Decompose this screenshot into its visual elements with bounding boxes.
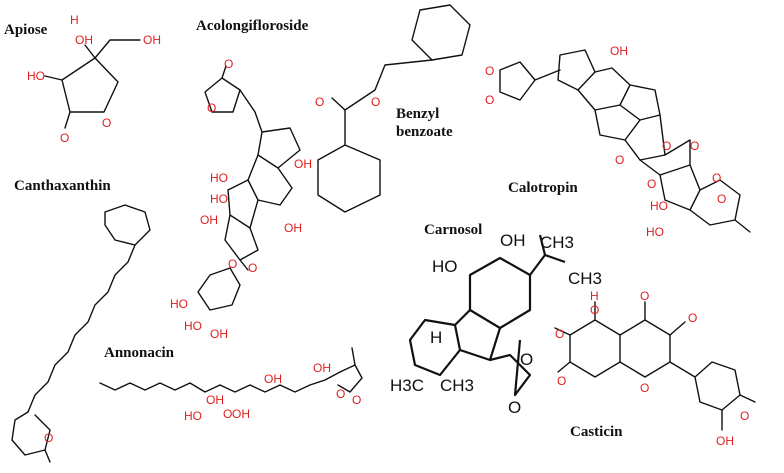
carnosol-ch3-3: CH3 (440, 376, 474, 395)
apiose-h-1: H (70, 13, 79, 27)
calotropin-o-7: O (712, 171, 721, 185)
apiose-label: Apiose (4, 22, 48, 38)
acolongifloroside-structure: Acolongifloroside O O OH HO HO OH OH O O… (170, 18, 312, 341)
casticin-o-1: O (688, 311, 697, 325)
carnosol-o-1: O (520, 350, 533, 369)
acolo-oh-4: OH (200, 213, 218, 227)
apiose-oh-1: OH (75, 33, 93, 47)
acolo-oh-8: OH (210, 327, 228, 341)
acolo-oh-2: HO (210, 171, 228, 185)
annonacin-label: Annonacin (104, 345, 175, 361)
apiose-structure: Apiose OH H OH HO O O (4, 13, 161, 145)
benzyl-o-ester: O (371, 95, 380, 109)
calotropin-o-8: O (717, 192, 726, 206)
carnosol-oh-1: OH (500, 231, 526, 250)
annonacin-oh-1: OH (206, 393, 224, 407)
calotropin-o-1: O (485, 64, 494, 78)
benzyl-label-2: benzoate (396, 124, 453, 140)
calotropin-o-3: O (615, 153, 624, 167)
canthaxanthin-o: O (44, 431, 53, 445)
calotropin-label: Calotropin (508, 180, 578, 196)
canthaxanthin-label: Canthaxanthin (14, 178, 111, 194)
annonacin-oh-5: OH (313, 361, 331, 375)
acolo-oh-5: OH (284, 221, 302, 235)
casticin-oh-1: O (590, 303, 599, 317)
acolo-o-ring: O (207, 101, 216, 115)
carnosol-label: Carnosol (424, 222, 482, 238)
calotropin-o-4: O (662, 139, 671, 153)
calotropin-oh-1: OH (610, 44, 628, 58)
apiose-o-ring: O (102, 116, 111, 130)
acolo-o-sugar: O (228, 257, 237, 271)
casticin-label: Casticin (570, 424, 623, 440)
carnosol-structure: Carnosol OH CH3 HO CH3 O H H3C CH3 O (390, 213, 632, 417)
calotropin-o-5: O (690, 139, 699, 153)
carnosol-ch3-1: CH3 (540, 233, 574, 252)
annonacin-structure: Annonacin OH HO O OH OH OH O O (99, 345, 363, 423)
carnosol-h: H (430, 328, 442, 347)
carnosol-h3c: H3C (390, 376, 424, 395)
benzyl-label-1: Benzyl (396, 106, 439, 122)
acolongifloroside-label: Acolongifloroside (196, 18, 309, 34)
benzyl-o-carbonyl: O (315, 95, 324, 109)
annonacin-o-2: O (336, 387, 345, 401)
annonacin-oh-4: OH (264, 372, 282, 386)
casticin-o-carbonyl: O (640, 289, 649, 303)
casticin-structure: H O O O O O O O OH Casticin (554, 289, 756, 448)
casticin-o-3: O (557, 374, 566, 388)
casticin-o-2: O (555, 327, 564, 341)
casticin-o-4: O (740, 409, 749, 423)
calotropin-oh-2: HO (650, 199, 668, 213)
carnosol-ch3-2: CH3 (568, 269, 602, 288)
apiose-oh-3: HO (27, 69, 45, 83)
calotropin-o-2: O (485, 93, 494, 107)
apiose-oh-2: OH (143, 33, 161, 47)
casticin-o-ring: O (640, 381, 649, 395)
canthaxanthin-structure: Canthaxanthin O (11, 178, 151, 463)
acolo-o-glyco: O (248, 261, 257, 275)
benzyl-benzoate-structure: O O Benzyl benzoate (315, 4, 471, 213)
calotropin-o-6: O (647, 177, 656, 191)
annonacin-o-3: O (352, 393, 361, 407)
annonacin-oh-2: HO (184, 409, 202, 423)
calotropin-structure: O O OH O O O O O HO HO O Calotropin (485, 44, 751, 239)
annonacin-oh-3: OH (232, 407, 250, 421)
apiose-o-4: O (60, 131, 69, 145)
acolo-oh-1: OH (294, 157, 312, 171)
acolo-oh-6: HO (170, 297, 188, 311)
carnosol-o-2: O (508, 398, 521, 417)
casticin-oh-2: OH (716, 434, 734, 448)
acolo-oh-3: HO (210, 192, 228, 206)
calotropin-oh-3: HO (646, 225, 664, 239)
acolo-o-carbonyl: O (224, 57, 233, 71)
acolo-oh-7: HO (184, 319, 202, 333)
annonacin-o-1: O (223, 407, 232, 421)
casticin-h: H (590, 289, 599, 303)
carnosol-oh-2: HO (432, 257, 458, 276)
